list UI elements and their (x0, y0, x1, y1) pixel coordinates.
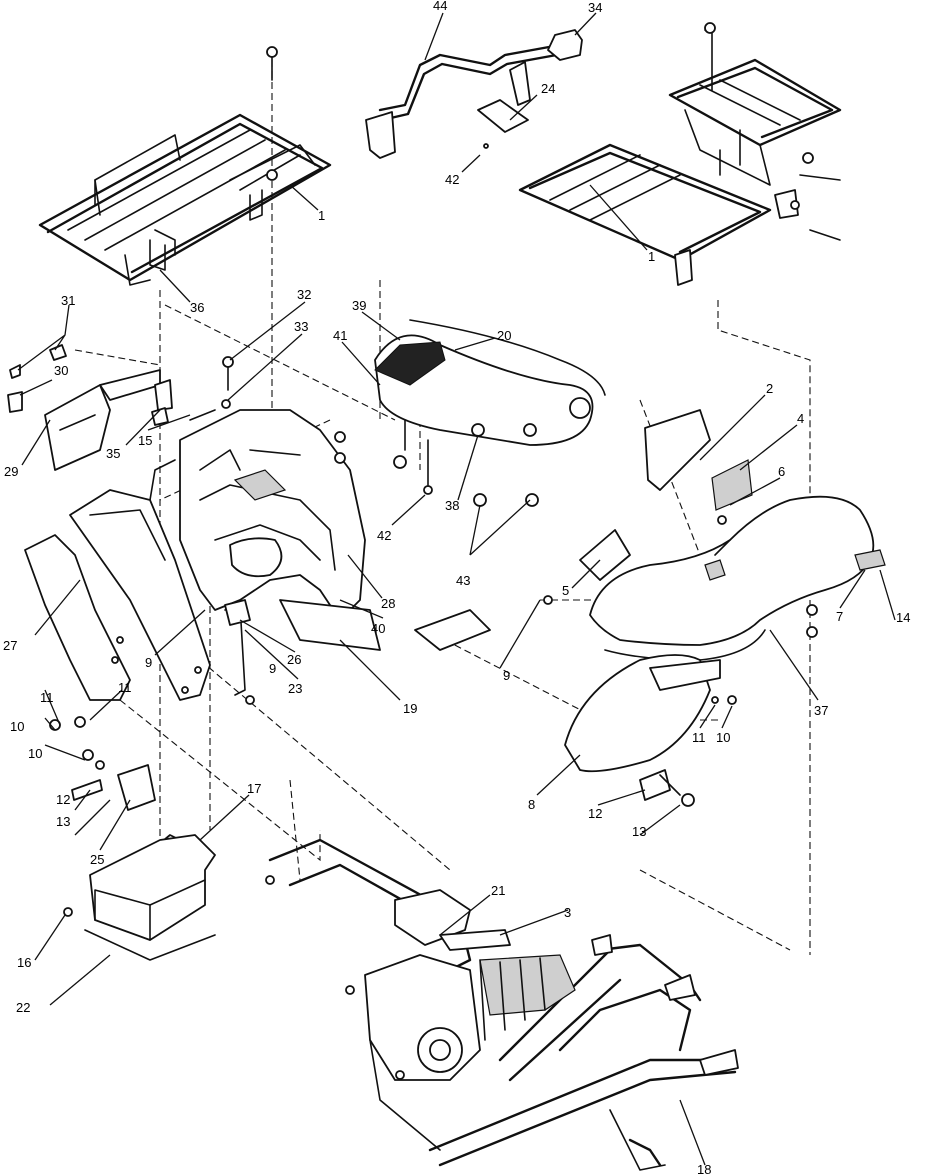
callout-21: 21 (491, 883, 505, 898)
seat (374, 319, 606, 507)
callout-27: 27 (3, 638, 17, 653)
callout-40: 40 (371, 621, 385, 636)
callout-37: 37 (814, 703, 828, 718)
battery-box (63, 834, 216, 961)
callout-42: 42 (377, 528, 391, 543)
callout-33: 33 (294, 319, 308, 334)
callout-14: 14 (896, 610, 910, 625)
callout-13: 13 (56, 814, 70, 829)
callout-5: 5 (562, 583, 569, 598)
callout-9: 9 (269, 661, 276, 676)
callout-39: 39 (352, 298, 366, 313)
callout-3: 3 (564, 905, 571, 920)
left-fender (69, 489, 211, 701)
callout-10: 10 (716, 730, 730, 745)
frame-and-engine (265, 838, 739, 1171)
callout-9: 9 (503, 668, 510, 683)
callout-35: 35 (106, 446, 120, 461)
callout-12: 12 (56, 792, 70, 807)
callout-31: 31 (61, 293, 75, 308)
rear-fender (543, 409, 886, 661)
callout-25: 25 (90, 852, 104, 867)
callout-30: 30 (54, 363, 68, 378)
callout-42: 42 (445, 172, 459, 187)
callout-17: 17 (247, 781, 261, 796)
under-panel (224, 599, 381, 705)
callout-8: 8 (528, 797, 535, 812)
left-small-parts (7, 344, 234, 471)
callout-44: 44 (433, 0, 447, 13)
rear-mudflap (414, 609, 737, 773)
callout-28: 28 (381, 596, 395, 611)
handlebar-assembly (365, 29, 583, 159)
front-rack (38, 113, 332, 286)
callout-7: 7 (836, 609, 843, 624)
callout-18: 18 (697, 1162, 711, 1176)
callout-34: 34 (588, 0, 602, 15)
callout-36: 36 (190, 300, 204, 315)
callout-32: 32 (297, 287, 311, 302)
callout-41: 41 (333, 328, 347, 343)
callout-6: 6 (778, 464, 785, 479)
rear-hardware (639, 769, 695, 807)
callout-4: 4 (797, 411, 804, 426)
callout-16: 16 (17, 955, 31, 970)
callout-12: 12 (588, 806, 602, 821)
callout-43: 43 (456, 573, 470, 588)
callout-38: 38 (445, 498, 459, 513)
callout-10: 10 (28, 746, 42, 761)
callout-9: 9 (145, 655, 152, 670)
rear-rack (518, 22, 842, 286)
callout-26: 26 (287, 652, 301, 667)
callout-11: 11 (692, 730, 706, 745)
callout-1: 1 (318, 208, 325, 223)
leader-lines (17, 12, 896, 1166)
callout-15: 15 (138, 433, 152, 448)
callout-2: 2 (766, 381, 773, 396)
callout-29: 29 (4, 464, 18, 479)
callout-1: 1 (648, 249, 655, 264)
rack-bolt (266, 46, 278, 181)
callout-10: 10 (10, 719, 24, 734)
callout-11: 11 (40, 690, 54, 705)
callout-labels: 44 34 24 42 1 1 36 31 32 33 39 20 41 30 … (3, 0, 910, 1176)
callout-22: 22 (16, 1000, 30, 1015)
callout-19: 19 (403, 701, 417, 716)
callout-23: 23 (288, 681, 302, 696)
callout-13: 13 (632, 824, 646, 839)
callout-20: 20 (497, 328, 511, 343)
callout-11: 11 (118, 680, 132, 695)
front-mudflap (24, 534, 131, 701)
callout-24: 24 (541, 81, 555, 96)
